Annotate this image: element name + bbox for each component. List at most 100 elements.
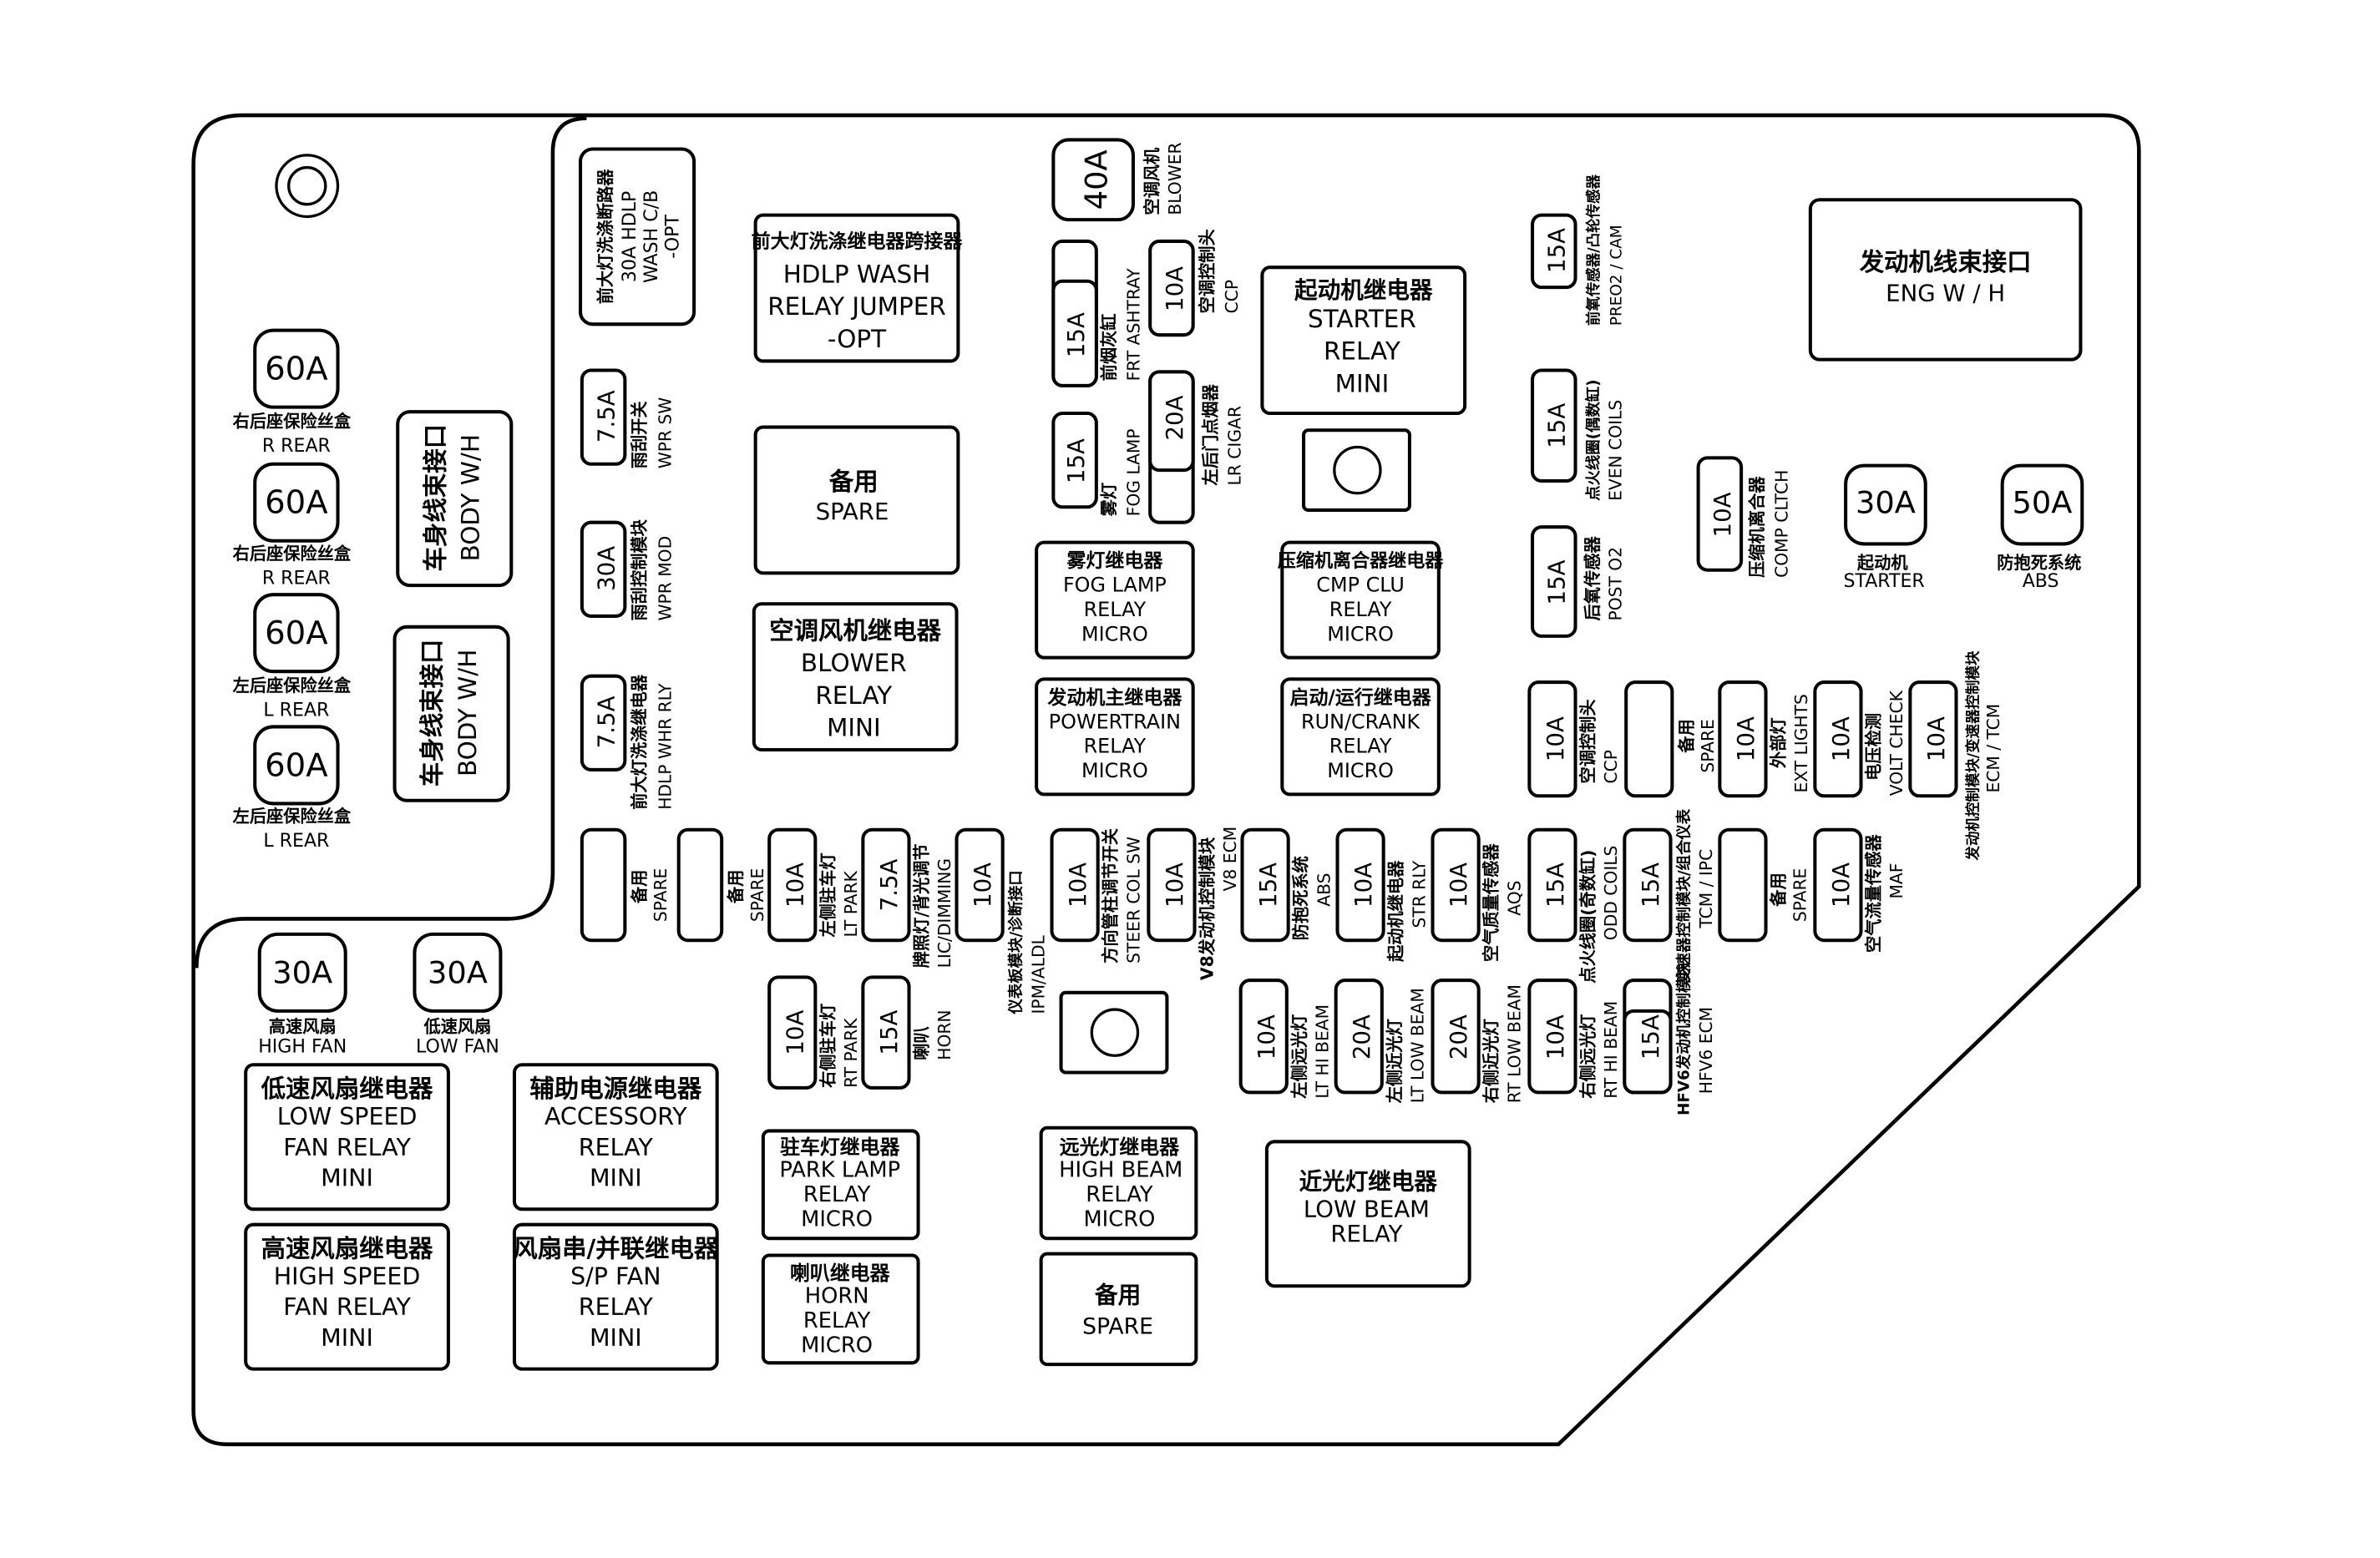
fuse-hdlp-whr-rly[interactable]: 7.5A 前大灯洗涤继电器 HDLP WHR RLY — [580, 674, 676, 810]
svg-text:WPR MOD: WPR MOD — [656, 536, 676, 621]
svg-text:20A: 20A — [1445, 1014, 1472, 1060]
fuse-fog-lamp[interactable]: 15A 雾灯 FOG LAMP — [1051, 411, 1143, 516]
relay-spare-a[interactable]: 备用 SPARE — [753, 425, 960, 575]
fuse-lr-cigar[interactable]: 20A 左后门点烟器 LR CIGAR — [1148, 370, 1245, 524]
fuse-ext-lights[interactable]: 10A 外部灯 EXT LIGHTS — [1718, 680, 1811, 798]
svg-text:SPARE: SPARE — [816, 498, 889, 525]
svg-text:高速风扇继电器: 高速风扇继电器 — [261, 1234, 433, 1262]
relay-fog-lamp[interactable]: 雾灯继电器 FOG LAMP RELAY MICRO — [1035, 540, 1195, 660]
svg-text:10A: 10A — [1709, 492, 1736, 537]
connector-eng-wh[interactable]: 发动机线束接口 ENG W / H — [1808, 198, 2083, 362]
fuse-aqs[interactable]: 10A 空气质量传感器 AQS — [1431, 827, 1525, 962]
fuse-spare-3[interactable]: 备用 SPARE — [1718, 827, 1810, 943]
fuse-v8-ecm[interactable]: 10A V8发动机控制模块 V8 ECM — [1147, 827, 1240, 980]
relay-spare-b[interactable]: 备用 SPARE — [1039, 1252, 1198, 1367]
fuse-maf[interactable]: 10A 空气流量传感器 MAF — [1813, 827, 1907, 953]
svg-text:MICRO: MICRO — [801, 1206, 873, 1232]
fuse-frt-ashtray[interactable]: 15A 前烟灰缸 FRT ASHTRAY — [1051, 239, 1143, 387]
connector-body-wh-2[interactable]: 车身线束接口 BODY W/H — [392, 625, 510, 802]
fuse-lt-park[interactable]: 10A 左侧驻车灯 LT PARK — [767, 827, 861, 943]
fuse-comp-clutch[interactable]: 10A 压缩机离合器 COMP CLTCH — [1696, 456, 1792, 578]
relay-park-lamp[interactable]: 驻车灯继电器 PARK LAMP RELAY MICRO — [761, 1129, 920, 1241]
fuse-low-fan[interactable]: 30A 低速风扇 LOW FAN — [413, 932, 503, 1058]
svg-text:MINI: MINI — [827, 713, 881, 741]
fuse-wpr-sw[interactable]: 7.5A 雨刮开关 WPR SW — [580, 368, 676, 468]
fuse-even-coils[interactable]: 15A 点火线圈(偶数缸) EVEN COILS — [1531, 368, 1626, 501]
relay-horn[interactable]: 喇叭继电器 HORN RELAY MICRO — [761, 1253, 920, 1365]
svg-text:10A: 10A — [1827, 862, 1855, 908]
relay-high-beam[interactable]: 远光灯继电器 HIGH BEAM RELAY MICRO — [1039, 1126, 1198, 1241]
svg-text:HDLP WASH: HDLP WASH — [783, 261, 931, 289]
fuse-ipm-aldl[interactable]: 10A 仪表板模块/诊断接口 IPM/ALDL — [955, 827, 1049, 1015]
fuse-l-rear-1[interactable]: 60A 左后座保险丝盒 L REAR — [233, 593, 352, 721]
fuse-abs-15[interactable]: 15A 防抱死系统 ABS — [1240, 827, 1334, 943]
fuse-lic-dimming[interactable]: 7.5A 牌照灯/背光调节 LIC/DIMMING — [861, 827, 955, 969]
mounting-stud — [275, 154, 340, 219]
fuse-tcm-ipc[interactable]: 15A 变速器控制模块/组合仪表 TCM / IPC — [1623, 808, 1716, 984]
stud-center-upper — [1302, 428, 1411, 512]
fuse-ccp-top[interactable]: 10A 空调控制头 CCP — [1148, 229, 1242, 337]
svg-text:SPARE: SPARE — [651, 868, 671, 922]
svg-text:空调控制头: 空调控制头 — [1198, 229, 1218, 313]
stud-center-lower — [1059, 990, 1169, 1075]
relay-low-speed-fan[interactable]: 低速风扇继电器 LOW SPEED FAN RELAY MINI — [244, 1063, 450, 1211]
fuse-high-fan[interactable]: 30A 高速风扇 HIGH FAN — [257, 932, 347, 1058]
fuse-lt-hi-beam[interactable]: 10A 左侧远光灯 LT HI BEAM — [1238, 979, 1333, 1099]
relay-run-crank[interactable]: 启动/运行继电器 RUN/CRANK RELAY MICRO — [1280, 677, 1441, 797]
svg-text:VOLT CHECK: VOLT CHECK — [1886, 690, 1907, 796]
fuse-post-o2[interactable]: 15A 后氧传感器 POST O2 — [1531, 525, 1626, 638]
svg-text:15A: 15A — [1637, 862, 1664, 908]
fuse-l-rear-2[interactable]: 60A 左后座保险丝盒 L REAR — [233, 725, 352, 852]
relay-cmp-clu[interactable]: 压缩机离合器继电器 CMP CLU RELAY MICRO — [1278, 540, 1444, 660]
fuse-steer-col-sw[interactable]: 10A 方向管柱调节开关 STEER COL SW — [1050, 827, 1144, 964]
fuse-spare-1[interactable]: 备用 SPARE — [580, 827, 671, 943]
svg-text:HFV6发动机控制模块: HFV6发动机控制模块 — [1675, 962, 1694, 1115]
relay-hdlp-wash-jumper[interactable]: 前大灯洗涤继电器跨接器 HDLP WASH RELAY JUMPER -OPT — [752, 213, 964, 363]
fuse-odd-coils[interactable]: 15A 点火线圈(奇数缸) ODD COILS — [1527, 827, 1621, 984]
fuse-rt-low-beam[interactable]: 20A 右侧近光灯 RT LOW BEAM — [1431, 979, 1525, 1103]
relay-sp-fan[interactable]: 风扇串/并联继电器 S/P FAN RELAY MINI — [512, 1222, 719, 1371]
fuse-abs-50[interactable]: 50A 防抱死系统 ABS — [1997, 463, 2084, 592]
svg-text:仪表板模块/诊断接口: 仪表板模块/诊断接口 — [1007, 870, 1025, 1014]
svg-text:WASH C/B: WASH C/B — [641, 190, 662, 283]
relay-starter[interactable]: 起动机继电器 STARTER RELAY MINI — [1260, 266, 1467, 416]
svg-text:低速风扇继电器: 低速风扇继电器 — [261, 1075, 433, 1103]
relay-low-beam[interactable]: 近光灯继电器 LOW BEAM RELAY — [1264, 1140, 1471, 1288]
fuse-str-rly[interactable]: 10A 起动机继电器 STR RLY — [1335, 827, 1430, 963]
svg-text:TCM / IPC: TCM / IPC — [1696, 849, 1716, 929]
fuse-ccp-right[interactable]: 10A 空调控制头 CCP — [1527, 680, 1621, 798]
svg-text:HORN: HORN — [805, 1284, 869, 1309]
svg-text:右侧驻车灯: 右侧驻车灯 — [818, 1004, 838, 1088]
fuse-starter[interactable]: 30A 起动机 STARTER — [1843, 463, 1927, 592]
fuse-r-rear-2[interactable]: 60A 右后座保险丝盒 R REAR — [233, 462, 352, 589]
relay-high-speed-fan[interactable]: 高速风扇继电器 HIGH SPEED FAN RELAY MINI — [244, 1222, 450, 1371]
fuse-spare-right[interactable]: 备用 SPARE — [1624, 680, 1718, 798]
fuse-spare-2[interactable]: 备用 SPARE — [676, 827, 767, 943]
fuse-horn[interactable]: 15A 喇叭 HORN — [861, 975, 955, 1090]
svg-text:发动机线束接口: 发动机线束接口 — [1860, 248, 2032, 276]
fuse-ecm-tcm[interactable]: 10A 发动机控制模块/变速器控制模块 ECM / TCM — [1908, 650, 2003, 862]
svg-text:-OPT: -OPT — [663, 215, 684, 259]
fuse-volt-check[interactable]: 10A 电压检测 VOLT CHECK — [1813, 680, 1907, 798]
relay-accessory[interactable]: 辅助电源继电器 ACCESSORY RELAY MINI — [512, 1063, 719, 1211]
svg-text:LR CIGAR: LR CIGAR — [1225, 406, 1245, 485]
svg-text:10A: 10A — [782, 1010, 809, 1055]
fuse-hfv6-ecm[interactable]: 15A HFV6发动机控制模块 HFV6 ECM — [1623, 962, 1716, 1115]
fuse-blower[interactable]: 40A 空调风机 BLOWER — [1051, 138, 1185, 222]
fuse-preo2-cam[interactable]: 15A 前氧传感器/凸轮传感器 PREO2 / CAM — [1531, 174, 1626, 326]
fuse-wpr-mod[interactable]: 30A 雨刮控制模块 WPR MOD — [580, 518, 676, 621]
relay-powertrain[interactable]: 发动机主继电器 POWERTRAIN RELAY MICRO — [1035, 677, 1195, 797]
fuse-r-rear-1[interactable]: 60A 右后座保险丝盒 R REAR — [233, 328, 352, 457]
fuse-lt-low-beam[interactable]: 20A 左侧近光灯 LT LOW BEAM — [1334, 979, 1428, 1103]
circuit-breaker-hdlp-wash[interactable]: 前大灯洗涤断路器 30A HDLP WASH C/B -OPT — [579, 147, 696, 326]
fuse-box-housing — [191, 113, 2141, 1447]
svg-text:发动机控制模块/变速器控制模块: 发动机控制模块/变速器控制模块 — [1964, 650, 1982, 862]
svg-text:STEER COL SW: STEER COL SW — [1123, 837, 1143, 964]
svg-text:压缩机离合器继电器: 压缩机离合器继电器 — [1278, 550, 1444, 572]
svg-text:30A: 30A — [592, 546, 620, 591]
svg-text:CMP CLU: CMP CLU — [1316, 573, 1405, 596]
fuse-rt-hi-beam[interactable]: 10A 右侧远光灯 RT HI BEAM — [1527, 979, 1621, 1099]
fuse-rt-park[interactable]: 10A 右侧驻车灯 RT PARK — [767, 975, 861, 1090]
connector-body-wh-1[interactable]: 车身线束接口 BODY W/H — [396, 410, 514, 588]
relay-blower[interactable]: 空调风机继电器 BLOWER RELAY MINI — [752, 602, 959, 752]
